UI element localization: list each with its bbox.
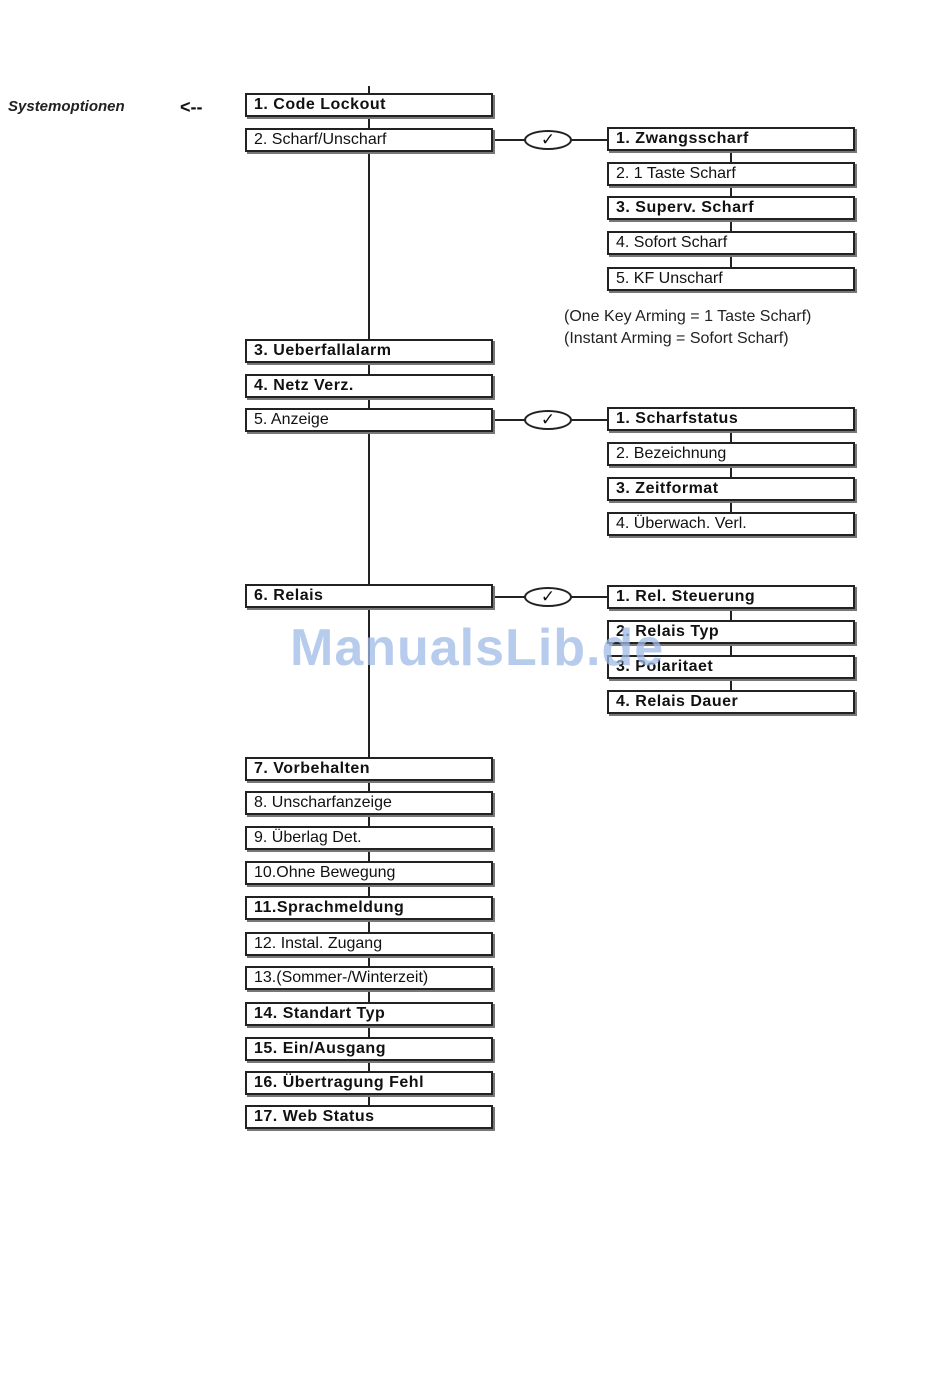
check-icon: ✓: [524, 587, 572, 607]
submenu-item-ueberwach-verl[interactable]: 4. Überwach. Verl.: [607, 512, 855, 536]
menu-item-ohne-bewegung[interactable]: 10.Ohne Bewegung: [245, 861, 493, 885]
menu-item-ueberlag-det[interactable]: 9. Überlag Det.: [245, 826, 493, 850]
menu-item-standart-typ[interactable]: 14. Standart Typ: [245, 1002, 493, 1026]
watermark: ManualsLib.de: [290, 619, 665, 677]
relais-sub-line: [730, 597, 732, 707]
submenu-item-relais-dauer[interactable]: 4. Relais Dauer: [607, 690, 855, 714]
menu-item-sprachmeldung[interactable]: 11.Sprachmeldung: [245, 896, 493, 920]
submenu-item-zwangsscharf[interactable]: 1. Zwangsscharf: [607, 127, 855, 151]
back-arrow-icon: <--: [180, 97, 203, 117]
submenu-item-sofort-scharf[interactable]: 4. Sofort Scharf: [607, 231, 855, 255]
menu-item-scharf-unscharf[interactable]: 2. Scharf/Unscharf: [245, 128, 493, 152]
menu-item-sommer-winterzeit[interactable]: 13.(Sommer-/Winterzeit): [245, 966, 493, 990]
menu-item-ueberfallalarm[interactable]: 3. Ueberfallalarm: [245, 339, 493, 363]
menu-item-code-lockout[interactable]: 1. Code Lockout: [245, 93, 493, 117]
check-icon: ✓: [524, 130, 572, 150]
submenu-item-scharfstatus[interactable]: 1. Scharfstatus: [607, 407, 855, 431]
note-one-key-arming: (One Key Arming = 1 Taste Scharf): [564, 308, 812, 325]
note-instant-arming: (Instant Arming = Sofort Scharf): [564, 330, 789, 347]
side-label: Systemoptionen: [8, 98, 125, 115]
menu-item-web-status[interactable]: 17. Web Status: [245, 1105, 493, 1129]
main-trunk-line: [368, 86, 370, 1130]
submenu-item-superv-scharf[interactable]: 3. Superv. Scharf: [607, 196, 855, 220]
submenu-item-rel-steuerung[interactable]: 1. Rel. Steuerung: [607, 585, 855, 609]
menu-item-instal-zugang[interactable]: 12. Instal. Zugang: [245, 932, 493, 956]
menu-item-anzeige[interactable]: 5. Anzeige: [245, 408, 493, 432]
submenu-item-1-taste-scharf[interactable]: 2. 1 Taste Scharf: [607, 162, 855, 186]
menu-item-netz-verz[interactable]: 4. Netz Verz.: [245, 374, 493, 398]
anzeige-sub-line: [730, 420, 732, 530]
menu-item-unscharfanzeige[interactable]: 8. Unscharfanzeige: [245, 791, 493, 815]
submenu-item-relais-typ[interactable]: 2. Relais Typ: [607, 620, 855, 644]
submenu-item-bezeichnung[interactable]: 2. Bezeichnung: [607, 442, 855, 466]
menu-item-ein-ausgang[interactable]: 15. Ein/Ausgang: [245, 1037, 493, 1061]
submenu-item-polaritaet[interactable]: 3. Polaritaet: [607, 655, 855, 679]
menu-item-vorbehalten[interactable]: 7. Vorbehalten: [245, 757, 493, 781]
check-icon: ✓: [524, 410, 572, 430]
submenu-item-kf-unscharf[interactable]: 5. KF Unscharf: [607, 267, 855, 291]
menu-item-relais[interactable]: 6. Relais: [245, 584, 493, 608]
submenu-item-zeitformat[interactable]: 3. Zeitformat: [607, 477, 855, 501]
menu-item-uebertragung-fehl[interactable]: 16. Übertragung Fehl: [245, 1071, 493, 1095]
